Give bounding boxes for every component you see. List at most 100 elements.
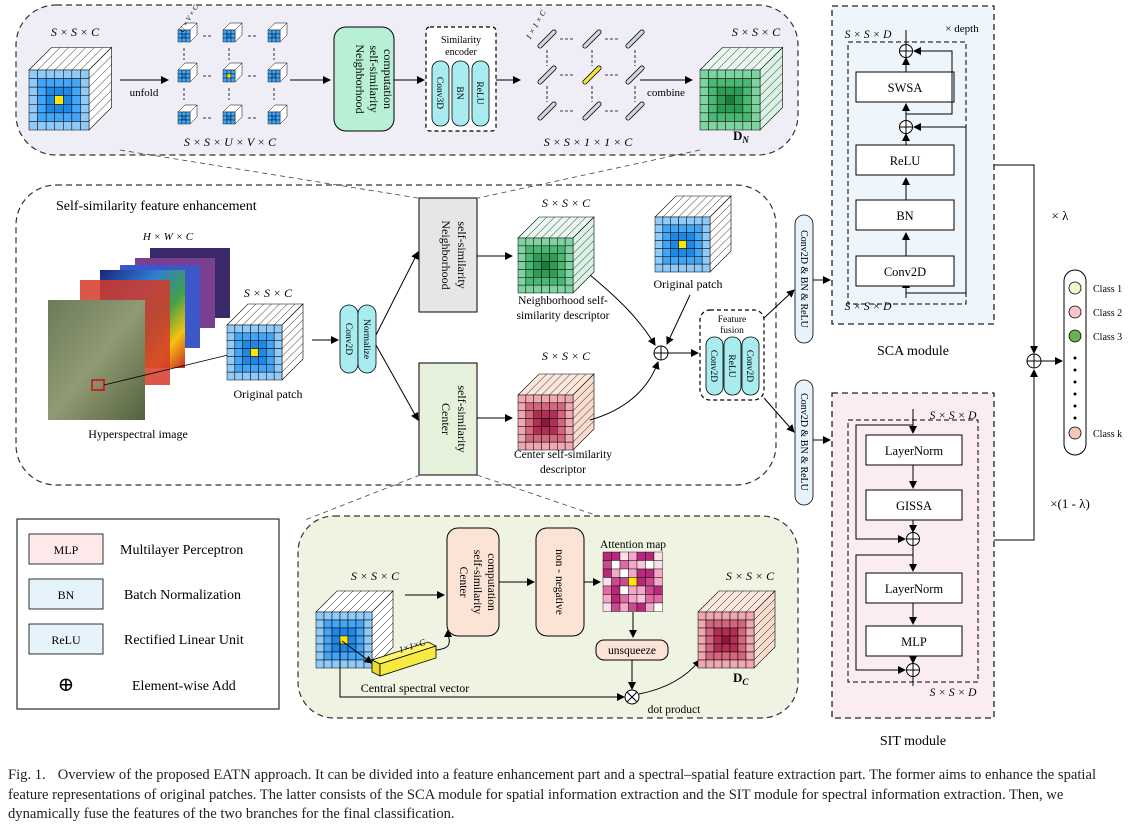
sit-mlp-block — [865, 625, 963, 657]
to-neighborhood-arrow — [375, 251, 419, 336]
hsi-to-patch-line — [103, 354, 229, 386]
legend-mlp-swatch — [28, 533, 104, 565]
sca-module: × depth S × S × D S × S × D Conv2D BN Re… — [831, 5, 995, 359]
class-3-label: Class 3 — [1093, 332, 1122, 343]
neighborhood-box-line2: self-similarity — [455, 221, 469, 288]
class-ellipsis — [1073, 356, 1077, 420]
dc-dims: S × S × C — [726, 569, 775, 583]
center-box-line1: Center — [439, 403, 453, 435]
encoder-title-line2: encoder — [445, 47, 477, 58]
hsi-label: Hyperspectral image — [88, 427, 188, 441]
patch-dims: S × S × C — [244, 286, 293, 300]
dot-to-dc-arrow — [638, 659, 701, 695]
nss-label-line2: similarity descriptor — [517, 310, 610, 322]
neighborhood-box-line1: Neighborhood — [439, 220, 453, 289]
fusion-to-sit-arrow — [763, 397, 795, 433]
sca-bottom-dims: S × S × D — [845, 301, 893, 313]
architecture-diagram: S × S × C unfold U × V × C S × S × U × V… — [15, 3, 1122, 749]
fusion-layer-1: Conv2D — [708, 350, 718, 382]
to-center-arrow — [375, 344, 419, 421]
unfolded-dims: S × S × U × V × C — [184, 135, 277, 149]
class-k-label: Class k — [1093, 429, 1122, 440]
combine-label: combine — [647, 87, 685, 99]
top-neighborhood-panel: S × S × C unfold U × V × C S × S × U × V… — [15, 3, 799, 156]
sit-gissa-block — [865, 489, 963, 521]
caption-label: Fig. 1. — [8, 767, 46, 783]
unfold-label: unfold — [130, 87, 159, 99]
top-input-cube — [28, 46, 113, 131]
dn-cube — [699, 46, 784, 131]
nss-to-add-arrow — [589, 274, 656, 346]
orig-patch-label-2: Original patch — [654, 277, 723, 291]
sit-layernorm2-block — [865, 572, 963, 604]
center-computation-line3: computation — [485, 553, 497, 611]
legend-bn-text: Batch Normalization — [124, 588, 241, 603]
fusion-layer-2: ReLU — [726, 354, 736, 377]
encoded-vectors — [537, 29, 645, 121]
css-to-add-arrow — [589, 361, 660, 421]
sit-layernorm1-label: LayerNorm — [885, 444, 944, 458]
sit-bottom-dims: S × S × D — [930, 687, 978, 699]
sca-conv2d-block — [855, 255, 955, 287]
sit-top-dims: S × S × D — [930, 410, 978, 422]
figure-caption: Fig. 1.Overview of the proposed EATN app… — [8, 766, 1138, 825]
legend-bn-swatch — [28, 578, 104, 610]
encoded-dims: S × S × 1 × 1 × C — [544, 135, 633, 149]
unfolded-patches — [177, 22, 288, 125]
neighborhood-computation-line3: computation — [381, 49, 395, 109]
original-patch-cube-2 — [654, 195, 732, 273]
legend-relu-text: Rectified Linear Unit — [124, 633, 244, 648]
nss-dims: S × S × C — [542, 196, 591, 210]
sit-skip-2 — [855, 554, 913, 674]
original-patch-cube — [226, 303, 304, 381]
dc-label: DC — [733, 670, 749, 687]
sit-layernorm1-block — [865, 434, 963, 466]
sca-skip-2 — [906, 47, 953, 115]
encoder-layers: Conv3D BN ReLU — [431, 60, 490, 127]
class-1-label: Class 1 — [1093, 284, 1122, 295]
input-to-dot-line — [339, 641, 625, 701]
fusion-to-sca-arrow — [763, 289, 795, 319]
encoder-title-line1: Similarity — [441, 35, 481, 46]
encoder-layer-bn: BN — [454, 86, 464, 99]
legend-add-text: Element-wise Add — [132, 679, 236, 694]
vector-label: Central spectral vector — [361, 681, 470, 695]
attention-map — [602, 551, 663, 612]
center-input-cube — [315, 590, 394, 669]
enhancement-panel: Self-similarity feature enhancement H × … — [15, 184, 777, 486]
fusion-title-line2: fusion — [720, 325, 744, 336]
class-k-icon — [1068, 426, 1082, 440]
class-3-icon — [1068, 329, 1082, 343]
nonneg-label: non - negative — [553, 549, 565, 615]
sit-gissa-label: GISSA — [896, 499, 932, 513]
sit-mlp-label: MLP — [901, 635, 927, 649]
center-input-dims: S × S × C — [351, 569, 400, 583]
sca-skip-1 — [906, 123, 967, 294]
enhancement-frame — [15, 184, 777, 486]
legend-mlp-text: Multilayer Perceptron — [120, 543, 243, 558]
class-2-icon — [1068, 305, 1082, 319]
center-computation-line1: Center — [457, 567, 469, 598]
center-box-line2: self-similarity — [455, 385, 469, 452]
hyperspectral-image: H × W × C Hyperspectral image — [48, 231, 230, 441]
class-2-label: Class 2 — [1093, 308, 1122, 319]
class-1-icon — [1068, 281, 1082, 295]
conv2d-pill-label: Conv2D — [343, 323, 353, 355]
orig-to-add-arrow — [666, 294, 691, 345]
dn-dims: S × S × C — [732, 25, 781, 39]
vector-to-computation-arrow — [435, 629, 453, 651]
sit-layernorm2-label: LayerNorm — [885, 582, 944, 596]
sca-title: SCA module — [877, 344, 949, 359]
sit-module: S × S × D S × S × D LayerNorm GISSA Laye… — [831, 392, 995, 749]
sit-input-label: Conv2D & BN & ReLU — [798, 393, 809, 492]
zoom-line-center-left — [304, 474, 421, 521]
normalize-pill-label: Normalize — [361, 319, 371, 359]
css-dims: S × S × C — [542, 349, 591, 363]
sca-input-label: Conv2D & BN & ReLU — [798, 230, 809, 329]
caption-text: Overview of the proposed EATN approach. … — [8, 767, 1097, 822]
attention-map-label: Attention map — [600, 539, 666, 551]
encoder-layer-conv3d: Conv3D — [434, 77, 444, 109]
sca-bn-label: BN — [896, 209, 913, 223]
nss-label-line1: Neighborhood self- — [518, 295, 608, 307]
sca-top-dims: S × S × D — [845, 29, 893, 41]
